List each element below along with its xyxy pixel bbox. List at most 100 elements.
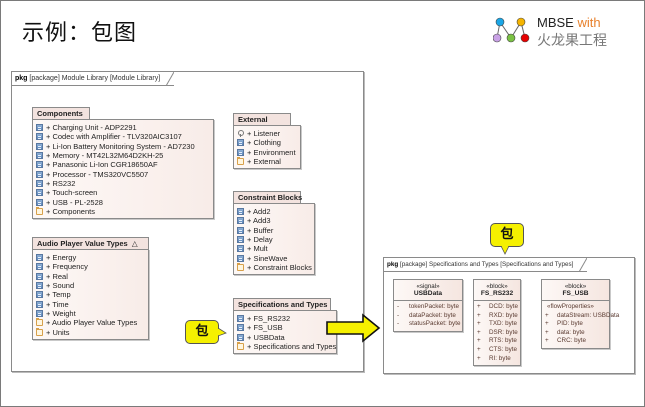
attribute-row[interactable]: -dataPacket: byte bbox=[397, 312, 459, 321]
list-item[interactable]: + Charging Unit - ADP2291 bbox=[36, 123, 210, 132]
item-label: + Energy bbox=[46, 253, 77, 263]
block-icon bbox=[237, 139, 244, 147]
class-fs-rs232[interactable]: «block» FS_RS232 +DCD: byte +RXD: byte +… bbox=[473, 279, 521, 367]
right-arrow-icon bbox=[326, 313, 381, 343]
class-name: FS_RS232 bbox=[480, 290, 514, 297]
item-label: + SineWave bbox=[247, 253, 288, 263]
visibility: + bbox=[545, 320, 549, 328]
attribute-row[interactable]: +RXD: byte bbox=[477, 311, 518, 321]
list-item[interactable]: + Touch-screen bbox=[36, 188, 210, 197]
list-item[interactable]: + Energy bbox=[36, 253, 145, 262]
list-item[interactable]: + Sound bbox=[36, 281, 145, 290]
attribute-row[interactable]: +DCD: byte bbox=[477, 303, 518, 312]
attribute-row[interactable]: +PID: byte bbox=[545, 320, 606, 329]
attribute-row[interactable]: +DSR: byte bbox=[477, 329, 518, 338]
item-label: + USB - PL-2528 bbox=[46, 197, 103, 207]
stereotype: «signal» bbox=[416, 283, 440, 290]
attribute-text: RI: byte bbox=[489, 354, 511, 362]
block-icon bbox=[36, 282, 43, 290]
attribute-row[interactable]: +dataStream: USBData bbox=[545, 312, 619, 321]
class-attributes: +DCD: byte +RXD: byte +TXD: byte +DSR: b… bbox=[474, 301, 520, 365]
item-label: + Add2 bbox=[247, 207, 271, 217]
class-fs-usb[interactable]: «block» FS_USB «flowProperties» +dataStr… bbox=[541, 279, 619, 349]
visibility: + bbox=[477, 311, 481, 319]
frame-header: pkg [package] Specifications and Types [… bbox=[384, 258, 588, 272]
list-item[interactable]: + Processor - TMS320VC5507 bbox=[36, 169, 210, 179]
list-item[interactable]: + Memory - MT42L32M64D2KH-25 bbox=[36, 151, 210, 160]
visibility: + bbox=[477, 337, 481, 345]
list-item[interactable]: + USBData bbox=[237, 333, 333, 342]
attribute-row[interactable]: -tokenPacket: byte bbox=[397, 303, 459, 312]
item-label: + Codec with Amplifier - TLV320AIC3107 bbox=[46, 132, 182, 142]
list-item[interactable]: + Panasonic Li-Ion CGR18650AF bbox=[36, 160, 210, 169]
attribute-text: dataPacket: byte bbox=[409, 311, 456, 319]
list-item[interactable]: + Environment bbox=[237, 148, 297, 157]
folder-icon bbox=[237, 157, 244, 166]
attribute-row[interactable]: +CTS: byte bbox=[477, 346, 517, 355]
list-item[interactable]: + USB - PL-2528 bbox=[36, 197, 210, 207]
list-item[interactable]: + Li-Ion Battery Monitoring System - AD7… bbox=[36, 142, 210, 151]
folder-icon bbox=[36, 206, 43, 215]
list-item[interactable]: + Clothing bbox=[237, 138, 297, 147]
package-tab: Constraint Blocks bbox=[233, 191, 302, 204]
package-name: Audio Player Value Types bbox=[37, 239, 128, 248]
item-label: + Specifications and Types bbox=[247, 342, 337, 352]
attribute-row[interactable]: +RI: byte bbox=[477, 355, 517, 364]
list-item[interactable]: + Real bbox=[36, 272, 145, 281]
class-header: «signal» USBData bbox=[394, 280, 462, 301]
list-item[interactable]: + Temp bbox=[36, 290, 145, 299]
attribute-row[interactable]: +RTS: byte bbox=[477, 337, 517, 346]
item-label: + Components bbox=[46, 206, 95, 216]
visibility: + bbox=[545, 337, 549, 345]
visibility: + bbox=[477, 345, 481, 353]
list-item[interactable]: + Listener bbox=[237, 129, 297, 138]
list-item[interactable]: + Units bbox=[36, 327, 145, 337]
block-icon bbox=[36, 170, 43, 178]
attribute-row[interactable]: +TXD: byte bbox=[477, 320, 517, 329]
callout-package-left: 包 bbox=[185, 320, 219, 344]
list-item[interactable]: + FS_RS232 bbox=[237, 314, 333, 323]
list-item[interactable]: + Specifications and Types bbox=[237, 342, 337, 352]
list-item[interactable]: + Audio Player Value Types bbox=[36, 318, 145, 327]
list-item[interactable]: + Codec with Amplifier - TLV320AIC3107 bbox=[36, 132, 210, 141]
frame-corner bbox=[165, 72, 175, 86]
block-icon bbox=[237, 148, 244, 156]
list-item[interactable]: + Delay bbox=[237, 235, 311, 244]
list-item[interactable]: + Frequency bbox=[36, 262, 145, 271]
visibility: - bbox=[397, 303, 400, 310]
package-body: + Add2 + Add3 + Buffer + Delay + Mult + … bbox=[233, 203, 315, 276]
item-label: + Li-Ion Battery Monitoring System - AD7… bbox=[46, 141, 195, 151]
list-item[interactable]: + Buffer bbox=[237, 226, 311, 235]
package-tab: Audio Player Value Types △ bbox=[32, 237, 149, 250]
block-icon bbox=[36, 124, 43, 132]
list-item[interactable]: + Add3 bbox=[237, 216, 311, 225]
list-item[interactable]: + Add2 bbox=[237, 207, 311, 216]
abstract-triangle-icon: △ bbox=[131, 239, 138, 248]
item-label: + Temp bbox=[46, 290, 71, 300]
attribute-row[interactable]: +data: byte bbox=[545, 329, 606, 338]
class-usbdata[interactable]: «signal» USBData -tokenPacket: byte -dat… bbox=[393, 279, 463, 332]
visibility: - bbox=[397, 320, 400, 328]
item-label: + Frequency bbox=[46, 262, 88, 272]
list-item[interactable]: + Constraint Blocks bbox=[237, 262, 312, 272]
list-item[interactable]: + FS_USB bbox=[237, 323, 333, 332]
block-icon bbox=[36, 133, 43, 141]
folder-icon bbox=[36, 327, 43, 336]
item-label: + Environment bbox=[247, 147, 296, 157]
list-item[interactable]: + External bbox=[237, 157, 297, 166]
list-item[interactable]: + SineWave bbox=[237, 253, 311, 263]
attribute-row[interactable]: -statusPacket: byte bbox=[397, 320, 460, 329]
list-item[interactable]: + Weight bbox=[36, 309, 145, 318]
visibility: + bbox=[477, 320, 481, 328]
stereotype: «block» bbox=[486, 283, 508, 290]
list-item[interactable]: + Mult bbox=[237, 244, 311, 253]
block-icon bbox=[36, 254, 43, 262]
package-tab: Components bbox=[32, 107, 90, 120]
list-item[interactable]: + Components bbox=[36, 206, 210, 216]
attribute-row[interactable]: +CRC: byte bbox=[545, 337, 606, 346]
list-item[interactable]: + Time bbox=[36, 299, 145, 309]
block-icon bbox=[36, 309, 43, 317]
frame-label: [package] Specifications and Types [Spec… bbox=[399, 261, 574, 268]
list-item[interactable]: + RS232 bbox=[36, 179, 210, 188]
